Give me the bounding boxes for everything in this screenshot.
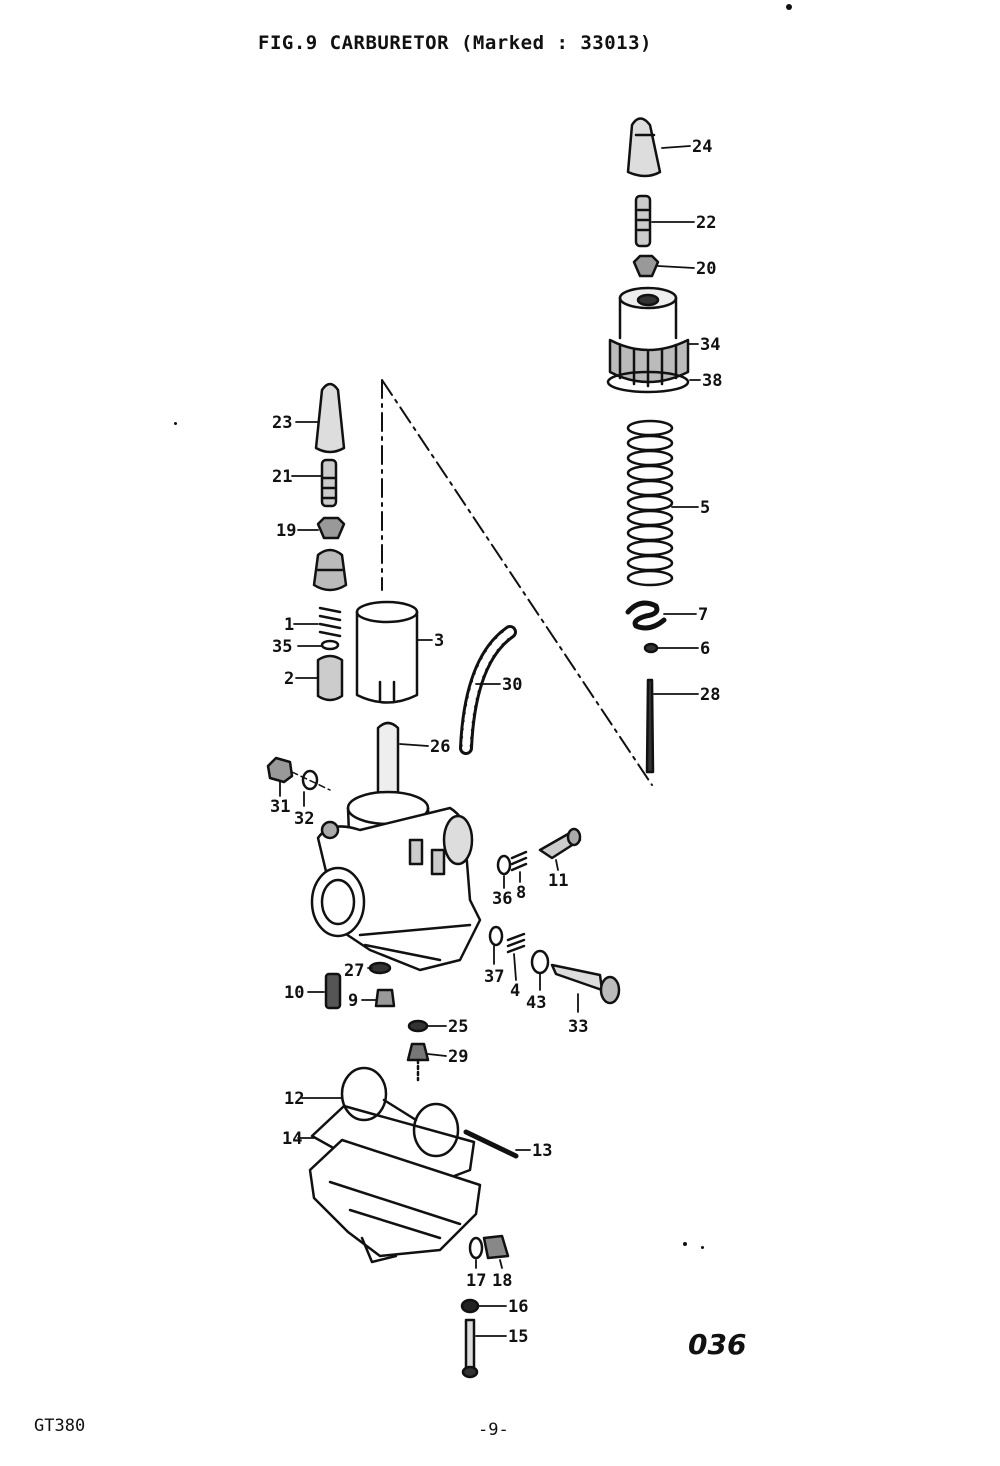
label-part-11: 11 [548, 871, 568, 891]
assembly-guide-line [381, 379, 653, 786]
label-part-16: 16 [508, 1297, 528, 1317]
part-38-o-ring [606, 370, 690, 394]
part-35-ring [320, 639, 340, 651]
part-11-screw [538, 827, 582, 860]
label-part-34: 34 [700, 335, 720, 355]
part-5-spring [626, 419, 674, 587]
part-16-washer [460, 1298, 480, 1314]
part-6-washer [643, 642, 659, 654]
part-8-spring [510, 850, 528, 872]
speck-dot [701, 1246, 704, 1249]
label-part-3: 3 [434, 631, 444, 651]
label-part-21: 21 [272, 467, 292, 487]
label-part-36: 36 [492, 889, 512, 909]
part-24-cap [626, 117, 662, 178]
label-part-28: 28 [700, 685, 720, 705]
label-part-33: 33 [568, 1017, 588, 1037]
label-part-30: 30 [502, 675, 522, 695]
label-part-31: 31 [270, 797, 290, 817]
part-29-needle-valve [406, 1042, 430, 1082]
part-34-top [608, 286, 690, 388]
part-25-washer [407, 1019, 429, 1033]
page-number: -9- [478, 1420, 509, 1440]
label-part-2: 2 [284, 669, 294, 689]
part-20-nut [632, 254, 660, 278]
part-43-washer [530, 949, 550, 975]
label-part-7: 7 [698, 605, 708, 625]
model-label: GT380 [34, 1416, 86, 1436]
part-2-plunger [316, 654, 344, 702]
label-part-37: 37 [484, 967, 504, 987]
speck-dot [683, 1242, 687, 1246]
part-7-clip [625, 600, 667, 631]
label-part-1: 1 [284, 615, 294, 635]
label-part-32: 32 [294, 809, 314, 829]
label-part-20: 20 [696, 259, 716, 279]
part-13-pin [463, 1129, 519, 1159]
label-part-26: 26 [430, 737, 450, 757]
label-part-12: 12 [284, 1089, 304, 1109]
part-10-pilot-jet [324, 972, 342, 1010]
part-21-adjuster [320, 458, 338, 508]
speck-dot [174, 422, 177, 425]
part-12-float [340, 1066, 460, 1158]
label-part-43: 43 [526, 993, 546, 1013]
part-15-drain-plug [461, 1318, 479, 1379]
part-23-cap [314, 382, 346, 454]
part-19-nut [316, 516, 346, 540]
part-27-washer [368, 961, 392, 975]
label-part-10: 10 [284, 983, 304, 1003]
label-part-5: 5 [700, 498, 710, 518]
label-part-19: 19 [276, 521, 296, 541]
label-part-23: 23 [272, 413, 292, 433]
part-31-fitting [266, 756, 294, 784]
label-part-13: 13 [532, 1141, 552, 1161]
leader-lines [279, 145, 701, 1337]
figure-title: FIG.9 CARBURETOR (Marked : 33013) [258, 32, 652, 54]
part-32-washer [301, 769, 319, 791]
reference-code: 036 [688, 1328, 747, 1361]
label-part-29: 29 [448, 1047, 468, 1067]
label-part-15: 15 [508, 1327, 528, 1347]
label-part-6: 6 [700, 639, 710, 659]
label-part-8: 8 [516, 883, 526, 903]
label-part-18: 18 [492, 1271, 512, 1291]
part-30-hose [459, 625, 517, 755]
part-36-o-ring [496, 854, 512, 876]
part-28-needle [645, 678, 655, 774]
part-float-bowl [308, 1138, 482, 1264]
label-part-22: 22 [696, 213, 716, 233]
part-18-plug [482, 1234, 510, 1260]
part-labels: 24 22 20 34 38 5 7 6 28 23 21 19 1 35 2 … [270, 137, 722, 1347]
label-part-35: 35 [272, 637, 292, 657]
part-17-gasket [468, 1236, 484, 1260]
part-1-spring [318, 606, 342, 638]
part-starter-cap [312, 548, 348, 592]
carburetor-body [310, 721, 482, 972]
part-22-adjuster [634, 194, 652, 248]
part-3-throttle-slide [355, 600, 419, 704]
speck-dot [786, 4, 792, 10]
part-33-screw [550, 963, 621, 1005]
label-part-14: 14 [282, 1129, 302, 1149]
label-part-9: 9 [348, 991, 358, 1011]
part-4-spring [506, 932, 526, 954]
label-part-25: 25 [448, 1017, 468, 1037]
label-part-17: 17 [466, 1271, 486, 1291]
label-part-27: 27 [344, 961, 364, 981]
label-part-24: 24 [692, 137, 712, 157]
part-37-o-ring [488, 925, 504, 947]
part-9-main-jet [374, 988, 396, 1008]
label-part-4: 4 [510, 981, 520, 1001]
label-part-38: 38 [702, 371, 722, 391]
